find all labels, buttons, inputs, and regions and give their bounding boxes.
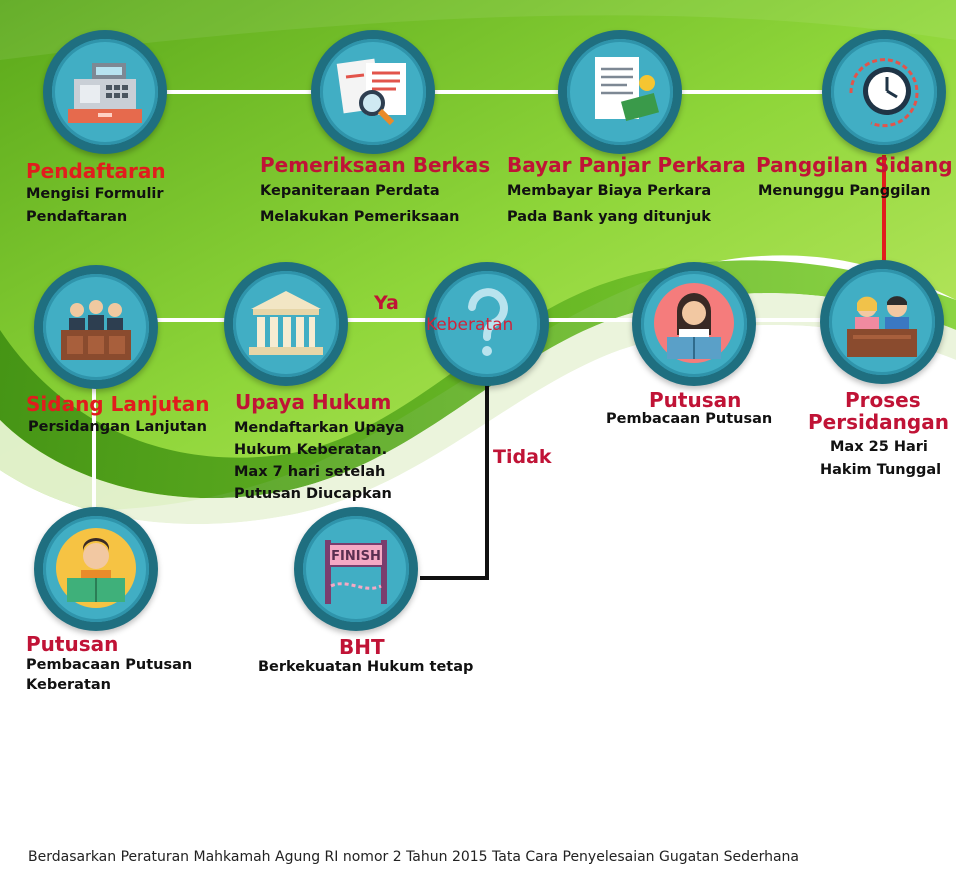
title-bayar-panjar: Bayar Panjar Perkara: [507, 153, 746, 177]
title-upaya-hukum: Upaya Hukum: [235, 390, 392, 414]
desc-upaya-3: Max 7 hari setelah: [234, 464, 386, 480]
node-bht: FINISH: [294, 507, 418, 631]
node-proses-persidangan: [820, 260, 944, 384]
node-putusan-keberatan: [34, 507, 158, 631]
judges-bench-icon: [61, 300, 131, 360]
node-bayar-panjar: [558, 30, 682, 154]
desc-sidang-lanjutan-1: Persidangan Lanjutan: [28, 419, 207, 435]
clock-icon: [849, 58, 919, 128]
desc-pemeriksaan-2: Melakukan Pemeriksaan: [260, 209, 460, 225]
title-bht: BHT: [339, 635, 385, 659]
node-putusan-mid: [632, 262, 756, 386]
invoice-money-icon: [595, 57, 660, 122]
title-panggilan-sidang: Panggilan Sidang: [756, 153, 953, 177]
two-people-desk-icon: [847, 296, 917, 357]
desc-upaya-1: Mendaftarkan Upaya: [234, 420, 405, 436]
desc-bayar-2: Pada Bank yang ditunjuk: [507, 209, 711, 225]
title-putusan-mid: Putusan: [649, 388, 742, 412]
footer-note: Berdasarkan Peraturan Mahkamah Agung RI …: [28, 849, 799, 865]
title-putusan-keberatan: Putusan: [26, 632, 119, 656]
edge-label-ya: Ya: [374, 292, 399, 314]
desc-proses-2: Hakim Tunggal: [820, 462, 942, 478]
desc-putusan-keberatan-2: Keberatan: [26, 677, 112, 693]
node-pendaftaran: [43, 30, 167, 154]
node-keberatan: [425, 262, 549, 386]
title-proses: Proses: [845, 388, 921, 412]
desc-proses-1: Max 25 Hari: [830, 439, 928, 455]
finish-sign-text: FINISH: [331, 549, 381, 564]
courthouse-icon: [249, 291, 323, 355]
title-persidangan: Persidangan: [808, 410, 949, 434]
desc-panggilan-1: Menunggu Panggilan: [758, 183, 931, 199]
desc-pemeriksaan-1: Kepaniteraan Perdata: [260, 183, 440, 199]
desc-pendaftaran-2: Pendaftaran: [26, 209, 128, 225]
woman-reading-icon: [654, 283, 734, 363]
desc-bht-1: Berkekuatan Hukum tetap: [258, 659, 474, 675]
desc-upaya-2: Hukum Keberatan.: [234, 442, 388, 458]
desc-upaya-4: Putusan Diucapkan: [234, 486, 392, 502]
cash-register-icon: [68, 63, 142, 123]
desc-putusan-mid-1: Pembacaan Putusan: [606, 411, 773, 427]
man-reading-icon: [56, 528, 136, 608]
edge-label-tidak: Tidak: [493, 446, 552, 468]
title-pendaftaran: Pendaftaran: [26, 159, 166, 183]
desc-bayar-1: Membayar Biaya Perkara: [507, 183, 712, 199]
title-sidang-lanjutan: Sidang Lanjutan: [26, 392, 210, 416]
finish-banner-icon: FINISH: [325, 540, 387, 604]
desc-putusan-keberatan-1: Pembacaan Putusan: [26, 657, 193, 673]
keberatan-label: Keberatan: [426, 315, 514, 335]
desc-pendaftaran-1: Mengisi Formulir: [26, 186, 164, 202]
node-upaya-hukum: [224, 262, 348, 386]
question-mark-icon: [468, 288, 508, 356]
node-sidang-lanjutan: [34, 265, 158, 389]
title-pemeriksaan-berkas: Pemeriksaan Berkas: [260, 153, 491, 177]
node-pemeriksaan-berkas: [311, 30, 435, 154]
node-panggilan-sidang: [822, 30, 946, 154]
documents-magnifier-icon: [336, 58, 406, 126]
